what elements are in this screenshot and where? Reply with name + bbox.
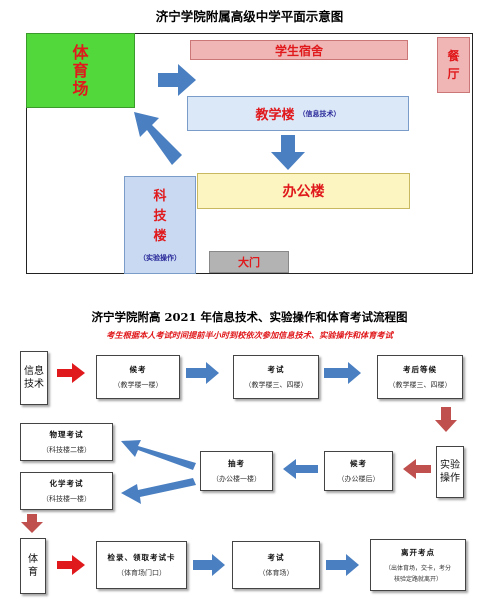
flow-arrow-blue-2-icon	[324, 362, 361, 384]
it-label-box: 信息 技术	[20, 351, 48, 405]
lab-label-box: 实验 操作	[436, 446, 464, 498]
step-title: 考试	[267, 365, 285, 374]
teaching-note: （信息技术）	[298, 108, 341, 118]
step-location: （办公楼一楼）	[212, 475, 261, 483]
flow-arrow-down-lab-icon	[435, 407, 457, 432]
step-title: 物理考试	[49, 430, 84, 439]
flow-arrow-blue-4-icon	[326, 554, 359, 576]
office-building[interactable]: 办公楼	[197, 173, 410, 209]
map-arrow-right-icon	[158, 64, 196, 96]
dorm-label: 学生宿舍	[274, 43, 323, 58]
science-note: （实验操作）	[139, 253, 181, 262]
gym-building[interactable]: 体 育 场	[26, 33, 135, 108]
flow-arrow-blue-1-icon	[186, 362, 219, 384]
step-wait-office: 候考 （办公楼后）	[324, 451, 393, 491]
step-location: （教学楼三、四楼）	[244, 381, 308, 389]
flow-arrow-wait-to-draw-icon	[283, 459, 318, 479]
step-title: 候考	[350, 459, 367, 468]
step-title: 考后等候	[403, 365, 437, 374]
step-title: 化学考试	[49, 479, 84, 488]
step-checkin: 检录、领取考试卡 （体育场门口）	[96, 541, 187, 589]
flow-arrow-draw-to-chemistry-icon	[121, 478, 196, 504]
flow-arrow-down-pe-icon	[21, 514, 43, 533]
science-label-2: 技	[153, 209, 167, 224]
step-title: 考试	[267, 553, 285, 562]
step-location: （办公楼后）	[337, 475, 380, 483]
gym-label-2: 育	[72, 60, 89, 80]
flow-arrow-red-pe-icon	[57, 555, 85, 575]
science-label-1: 科	[153, 189, 167, 204]
pe-label-box: 体 育	[20, 538, 46, 594]
dorm-building[interactable]: 学生宿舍	[190, 40, 408, 60]
flow-arrow-lab-to-wait-icon	[403, 459, 431, 479]
step-physics-exam: 物理考试 （科技楼二楼）	[20, 423, 113, 461]
pe-label-1: 体	[28, 554, 38, 565]
campus-outline	[26, 33, 473, 274]
pe-label-2: 育	[28, 567, 38, 578]
flow-subtitle: 考生根据本人考试时间提前半小时到校依次参加信息技术、实验操作和体育考试	[106, 330, 393, 340]
step-location: （体育场门口）	[117, 569, 166, 577]
step-title: 检录、领取考试卡	[107, 553, 176, 562]
flow-arrow-draw-to-physics-icon	[121, 440, 196, 470]
step-after-exam: 考后等候 （教学楼三、四楼）	[377, 355, 463, 399]
science-building[interactable]: 科 技 楼 （实验操作）	[124, 176, 196, 274]
step-wait-teaching: 候考 （教学楼一楼）	[96, 355, 180, 399]
gate-label: 大门	[238, 256, 260, 269]
step-leave: 离开考点 （出体育场，交卡，考分 核验定路就离开）	[370, 539, 466, 591]
gym-label-1: 体	[72, 42, 89, 62]
step-pe-exam: 考试 （体育场）	[232, 541, 320, 589]
step-location: （科技楼二楼）	[42, 446, 91, 454]
science-label-3: 楼	[153, 229, 167, 244]
step-note-line-1: （出体育场，交卡，考分	[384, 565, 451, 572]
step-title: 抽考	[228, 459, 245, 468]
canteen-label-1: 餐	[447, 49, 460, 63]
map-arrow-down-icon	[271, 135, 305, 170]
step-draw-lots: 抽考 （办公楼一楼）	[200, 451, 273, 491]
step-location: （教学楼三、四楼）	[388, 381, 452, 389]
step-chemistry-exam: 化学考试 （科技楼一楼）	[20, 472, 113, 510]
flow-title: 济宁学院附高 2021 年信息技术、实验操作和体育考试流程图	[91, 310, 408, 324]
canteen-label-2: 厅	[447, 67, 460, 81]
map-title: 济宁学院附属高级中学平面示意图	[155, 9, 344, 24]
step-location: （教学楼一楼）	[113, 381, 163, 389]
lab-label-2: 操作	[440, 473, 460, 484]
office-label: 办公楼	[282, 184, 325, 200]
step-exam-teaching: 考试 （教学楼三、四楼）	[233, 355, 319, 399]
step-location: （科技楼一楼）	[42, 495, 91, 503]
it-label-1: 信息	[24, 366, 44, 377]
step-note-line-2: 核验定路就离开）	[393, 576, 442, 583]
canteen-building[interactable]: 餐 厅	[437, 37, 470, 93]
it-label-2: 技术	[24, 379, 44, 390]
step-location: （体育场）	[258, 569, 294, 577]
main-gate[interactable]: 大门	[209, 251, 289, 273]
teaching-building[interactable]: 教学楼 （信息技术）	[187, 96, 409, 131]
step-title: 离开考点	[401, 548, 435, 557]
map-arrow-diagonal-icon	[134, 112, 182, 165]
teaching-label: 教学楼	[255, 108, 295, 123]
step-title: 候考	[129, 365, 147, 374]
flow-arrow-blue-3-icon	[193, 554, 225, 576]
lab-label-1: 实验	[440, 460, 460, 471]
flow-arrow-red-icon	[57, 363, 85, 383]
gym-label-3: 场	[72, 78, 89, 98]
